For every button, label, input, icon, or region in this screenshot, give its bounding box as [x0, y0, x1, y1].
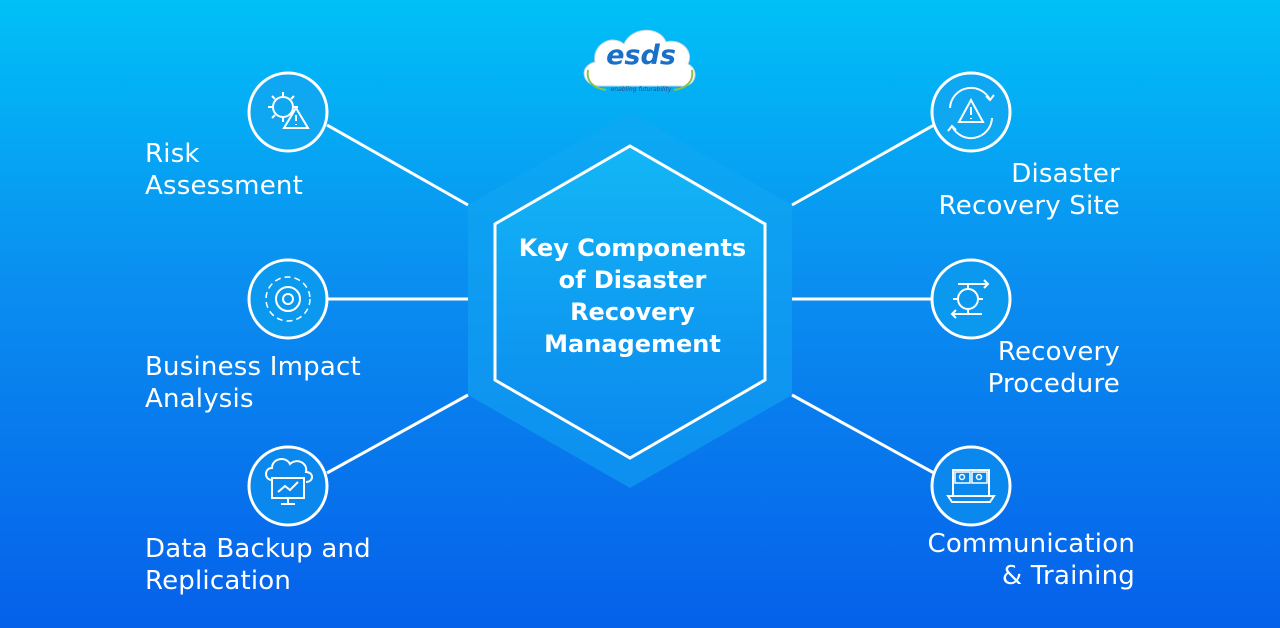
label-communication-training: Communication & Training	[927, 528, 1135, 592]
center-hexagon	[468, 112, 792, 488]
label-business-impact-analysis: Business Impact Analysis	[145, 351, 361, 415]
label-line: Procedure	[987, 369, 1120, 399]
label-line: Recovery Site	[938, 191, 1120, 221]
icon-circles	[247, 71, 1012, 527]
label-line: Analysis	[145, 384, 254, 414]
center-title-line: Management	[544, 330, 721, 358]
video-conference-icon	[930, 445, 1012, 527]
label-line: Assessment	[145, 171, 303, 201]
label-line: Replication	[145, 566, 292, 596]
label-line: Recovery	[997, 337, 1120, 367]
gear-warning-icon	[247, 71, 329, 153]
label-disaster-recovery-site: Disaster Recovery Site	[939, 158, 1120, 222]
label-line: Communication	[927, 529, 1135, 559]
label-risk-assessment: Risk Assessment	[145, 138, 303, 202]
connector-drsite	[791, 123, 935, 207]
cloud-monitor-icon	[247, 445, 329, 527]
connector-comm	[791, 393, 935, 475]
center-title: Key Components of Disaster Recovery Mana…	[505, 232, 760, 360]
label-data-backup-replication: Data Backup and Replication	[145, 533, 371, 597]
refresh-warning-icon	[930, 71, 1012, 153]
label-line: & Training	[1001, 561, 1135, 591]
logo-cloud-shape	[583, 29, 696, 87]
cycle-gear-icon	[247, 258, 329, 340]
label-recovery-procedure: Recovery Procedure	[988, 336, 1120, 400]
connector-risk	[326, 123, 469, 207]
logo-text: esds	[606, 40, 676, 71]
gear-arrows-icon	[930, 258, 1012, 340]
label-line: Business Impact	[145, 352, 361, 382]
connector-backup	[326, 393, 469, 475]
label-line: Risk	[145, 139, 200, 169]
connector-lines	[326, 123, 935, 475]
logo-leaf-left	[586, 69, 607, 91]
esds-logo	[583, 29, 696, 91]
center-title-line: Recovery	[570, 298, 695, 326]
label-line: Disaster	[1011, 159, 1120, 189]
center-title-line: Key Components	[518, 234, 747, 262]
label-line: Data Backup and	[145, 534, 371, 564]
logo-tagline: enabling futurability	[610, 86, 672, 93]
logo-leaf-right	[673, 69, 694, 91]
hexagon-inner	[493, 144, 767, 460]
center-title-line: of Disaster	[558, 266, 707, 294]
